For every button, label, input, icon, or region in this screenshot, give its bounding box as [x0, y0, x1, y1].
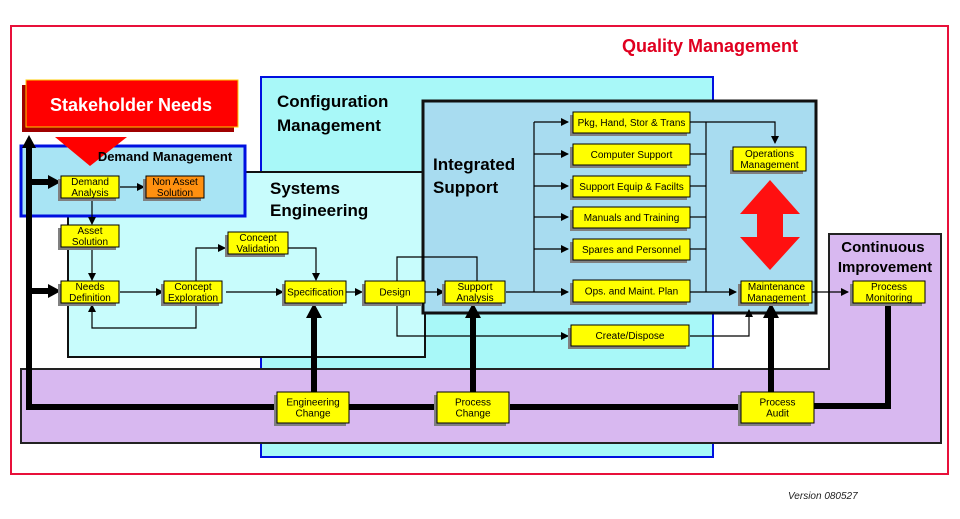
- design-box: Design: [362, 280, 426, 306]
- connectors: [88, 118, 849, 340]
- specification-box: Specification: [282, 280, 347, 306]
- systems-engineering-title: Systems Engineering: [270, 179, 368, 220]
- box-label: Pkg, Hand, Stor & Trans: [578, 118, 686, 129]
- box-body: [60, 280, 120, 304]
- box-body: [364, 280, 426, 304]
- box-body: [163, 280, 223, 304]
- version-label: Version 080527: [788, 491, 858, 502]
- box-body: [570, 324, 690, 347]
- operations-maintenance-double-arrow-icon: [740, 180, 800, 270]
- box-body: [572, 143, 691, 166]
- thick-arrowheads: [22, 135, 779, 318]
- box-body: [572, 238, 691, 261]
- continuous-improvement-title: Continuous Improvement: [838, 239, 932, 276]
- ops-plan-box: Ops. and Maint. Plan: [570, 279, 691, 305]
- box-body: [145, 175, 205, 199]
- manuals-box: Manuals and Training: [570, 206, 691, 231]
- stakeholder-needs-banner: [25, 79, 239, 128]
- box-body: [60, 175, 120, 199]
- box-body: [572, 206, 691, 229]
- stakeholder-needs-label: Stakeholder Needs: [50, 95, 212, 115]
- stakeholder-down-arrow-icon: [55, 137, 127, 166]
- box-body: [740, 391, 815, 424]
- box-body: [444, 280, 506, 304]
- box-body: [60, 224, 120, 248]
- box-body: [572, 279, 691, 303]
- box-label: Computer Support: [591, 150, 673, 161]
- box-body: [732, 146, 807, 172]
- box-body: [276, 391, 350, 424]
- support-equip-box: Support Equip & Facilts: [570, 175, 691, 200]
- computer-support-box: Computer Support: [570, 143, 691, 168]
- quality-management-title: Quality Management: [622, 36, 798, 56]
- box-body: [852, 280, 926, 304]
- box-body: [436, 391, 510, 424]
- box-body: [227, 231, 289, 255]
- feedback-loop: [26, 146, 891, 410]
- integrated-support-title: Integrated Support: [433, 155, 520, 197]
- box-label: Ops. and Maint. Plan: [585, 287, 678, 298]
- box-body: [740, 280, 813, 304]
- demand-management-title: Demand Management: [98, 149, 233, 164]
- box-label: Manuals and Training: [584, 213, 680, 224]
- box-label: Support Equip & Facilts: [579, 182, 684, 193]
- box-body: [572, 175, 691, 198]
- create-dispose-box: Create/Dispose: [568, 324, 690, 349]
- box-label: Specification: [287, 288, 344, 299]
- box-label: Spares and Personnel: [582, 245, 681, 256]
- box-body: [572, 111, 691, 134]
- box-label: Design: [379, 288, 410, 299]
- box-body: [284, 280, 347, 304]
- pkg-box: Pkg, Hand, Stor & Trans: [570, 111, 691, 136]
- continuous-improvement-region: [20, 233, 942, 444]
- box-label: Create/Dispose: [596, 331, 665, 342]
- spares-box: Spares and Personnel: [570, 238, 691, 263]
- configuration-management-title: Configuration Management: [277, 92, 393, 135]
